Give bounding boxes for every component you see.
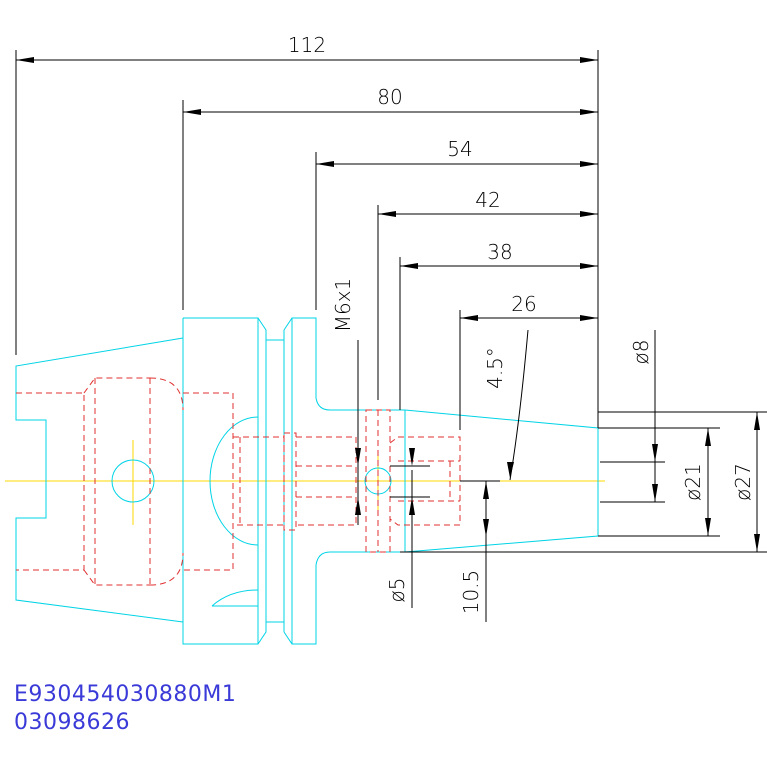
- dia-27-label: ø27: [731, 463, 755, 501]
- dimension-lines: [15, 50, 767, 622]
- part-number: 03098626: [14, 710, 130, 735]
- dim-112-label: 112: [288, 33, 326, 57]
- dim-10-5-label: 10.5: [459, 570, 483, 615]
- dim-42-label: 42: [475, 188, 500, 212]
- dim-54-label: 54: [447, 137, 472, 161]
- dim-38-label: 38: [487, 240, 512, 264]
- thread-m6x1-label: M6x1: [331, 278, 355, 333]
- dia-8-label: ø8: [629, 340, 653, 365]
- dim-26-label: 26: [511, 292, 536, 316]
- part-code: E930454030880M1: [14, 682, 237, 707]
- dimension-labels: 112 80 54 42 38 26 M6x1 4.5° ø8 ø21 ø27 …: [288, 33, 755, 614]
- dia-21-label: ø21: [681, 463, 705, 501]
- angle-4-5-label: 4.5°: [483, 347, 507, 389]
- dia-5-label: ø5: [385, 578, 409, 603]
- part-outline: [15, 317, 599, 645]
- dim-80-label: 80: [377, 85, 402, 109]
